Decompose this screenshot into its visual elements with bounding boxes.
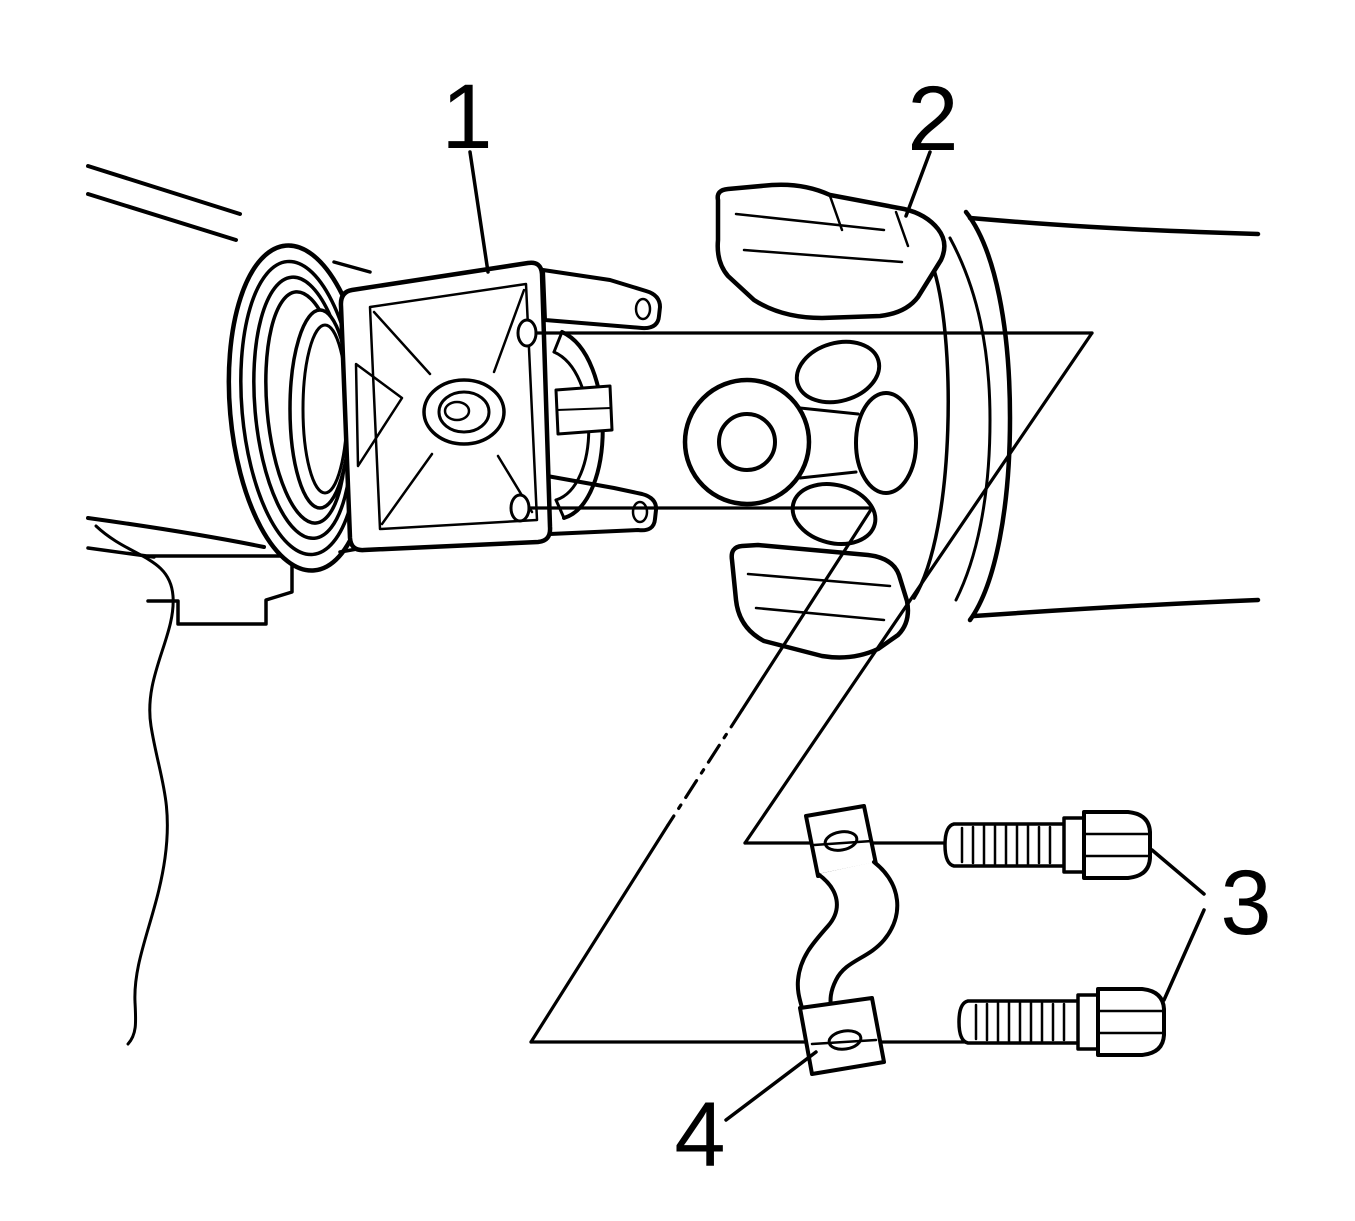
callout-3: 3	[1150, 848, 1272, 1002]
flange-hub-outer	[422, 378, 506, 446]
flange-bolt-hole-lower	[509, 493, 531, 523]
upper-bolt-threads	[960, 824, 1052, 866]
flange-hub-inner	[437, 390, 491, 434]
yoke-lower-ear-detail	[746, 572, 892, 622]
strap-lower-tab-line	[810, 1038, 878, 1046]
shaft-inner-wall-arc	[948, 236, 992, 602]
propeller-shaft-yoke-drawing	[715, 182, 950, 660]
propeller-shaft-tube-drawing	[948, 209, 1261, 623]
boot-inner-ring	[301, 323, 349, 495]
spider-front-bearing-hub	[717, 412, 777, 472]
flange-web-lines	[372, 288, 534, 526]
callout-1-leader-line	[468, 150, 490, 274]
callout-1: 1	[441, 66, 493, 274]
yoke-upper-ear-rib	[828, 194, 910, 248]
housing-bracket	[146, 554, 294, 626]
strap-body-fill	[797, 862, 898, 1008]
lower-bolt	[957, 987, 1166, 1057]
plane-left-diagonal-a	[740, 506, 874, 712]
lower-bolt-threaded-shank	[957, 999, 1080, 1045]
callout-4-leader-line	[724, 1050, 818, 1122]
upper-bolt-hex-head	[1082, 810, 1152, 880]
callout-2: 2	[904, 68, 959, 218]
harness-cable-line	[94, 524, 175, 1046]
housing-edge-line	[86, 164, 242, 216]
spider-lower-trunnion	[790, 482, 878, 546]
shaft-bottom-line	[971, 597, 1261, 619]
strap-body-inner-edge	[795, 872, 839, 1010]
flange-chamfer-line	[368, 282, 539, 531]
yoke-body-arc	[912, 262, 950, 600]
flange-lower-ear-hole	[631, 500, 649, 524]
strap-upper-tab-line	[812, 839, 874, 847]
yoke-upper-ear-detail	[734, 212, 904, 264]
plane-left-diagonal-hidden	[666, 708, 744, 827]
flange-center-block-line	[556, 407, 612, 411]
callout-1-label: 1	[441, 66, 492, 168]
attachment-bolts-drawing	[943, 810, 1166, 1057]
callout-4-label: 4	[674, 1084, 725, 1186]
lower-bolt-collar	[1076, 993, 1100, 1051]
flange-lower-ear	[545, 474, 659, 536]
upper-bolt-collar	[1062, 816, 1086, 874]
pinion-flange-yoke-drawing	[338, 260, 662, 553]
flange-hub-center	[443, 400, 471, 422]
yoke-lower-ear	[729, 542, 911, 660]
spider-upper-trunnion	[794, 339, 882, 405]
callout-2-leader-line	[904, 150, 932, 218]
lower-bolt-head-facets	[1098, 1009, 1166, 1035]
callout-4: 4	[674, 1050, 818, 1186]
u-joint-spider-drawing	[682, 339, 918, 546]
spider-connector-lines	[798, 406, 860, 480]
u-joint-strap-drawing	[795, 804, 900, 1076]
callouts: 1 2 3 4	[441, 66, 1271, 1186]
upper-bolt-head-facets	[1084, 832, 1152, 858]
flange-upper-ear	[541, 268, 662, 331]
callout-3-leader-line-lower	[1162, 908, 1206, 1002]
callout-3-label: 3	[1220, 852, 1271, 954]
upper-bolt-threaded-shank	[943, 822, 1066, 868]
shaft-top-line	[967, 215, 1261, 237]
lower-bolt-threads	[974, 1001, 1066, 1043]
strap-upper-hole	[823, 830, 859, 852]
plane-left-diagonal-b	[529, 823, 670, 1044]
flange-bolt-hole-upper	[516, 318, 538, 348]
shaft-tube-fill	[966, 212, 1258, 620]
callout-3-leader-line-upper	[1150, 848, 1206, 896]
plane-right-diagonal	[743, 331, 1094, 845]
strap-lower-hole	[827, 1029, 863, 1051]
callout-2-label: 2	[907, 68, 958, 170]
strap-lower-tab	[798, 996, 886, 1076]
flange-pocket	[354, 362, 404, 468]
upper-bolt	[943, 810, 1152, 880]
flange-upper-ear-hole	[634, 297, 652, 321]
lower-bolt-hex-head	[1096, 987, 1166, 1057]
spider-right-bearing-cup	[854, 391, 918, 495]
strap-body-outer-edge	[828, 860, 900, 1010]
housing-edge-line	[86, 192, 238, 242]
shaft-end-arc	[963, 209, 1013, 623]
housing-bottom-line	[86, 516, 266, 549]
